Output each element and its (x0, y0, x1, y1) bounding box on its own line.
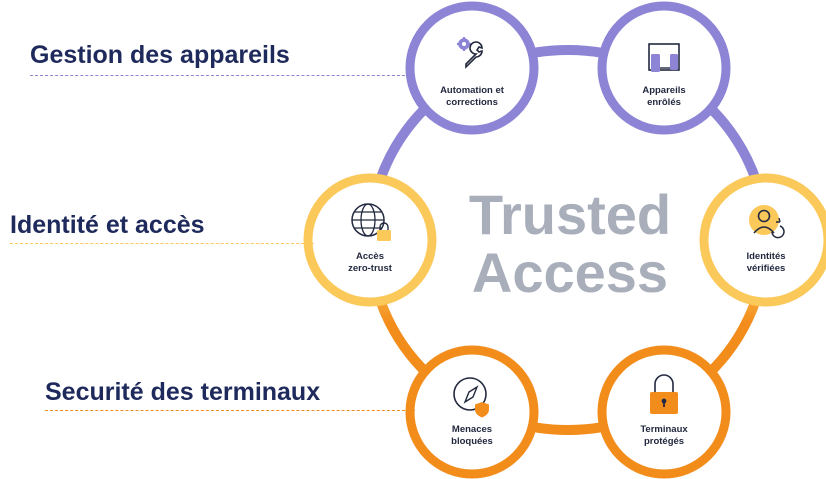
gear-wrench-icon (457, 37, 483, 69)
node-label-appareils-line2: enrôlés (647, 97, 681, 108)
node-circle-automation (405, 1, 539, 135)
category-label-gestion: Gestion des appareils (30, 41, 290, 69)
padlock-icon (650, 374, 678, 414)
center-title-line1: Trusted (468, 183, 672, 246)
category-underline-identite (10, 243, 314, 244)
node-label-acces: Accès zero-trust (315, 251, 425, 275)
node-label-appareils-line1: Appareils (642, 85, 686, 96)
devices-icon (648, 43, 680, 72)
node-label-automation-line1: Automation et (440, 85, 504, 96)
node-label-menaces-line1: Menaces (451, 424, 493, 435)
node-circle-menaces (405, 345, 539, 479)
node-label-identites-line1: Identités (746, 251, 786, 262)
category-underline-securite (45, 410, 415, 411)
node-label-acces-line1: Accès (356, 251, 384, 262)
node-circle-acces (303, 173, 437, 307)
node-label-identites-line2: vérifiées (746, 263, 786, 274)
node-label-acces-line2: zero-trust (348, 263, 392, 274)
node-label-terminaux-line2: protégés (643, 436, 685, 447)
category-label-securite: Securité des terminaux (45, 378, 321, 406)
node-label-menaces: Menaces bloquées (417, 424, 527, 448)
user-verified-icon (749, 205, 785, 239)
globe-lock-icon (351, 203, 391, 241)
node-label-automation: Automation et corrections (417, 85, 527, 109)
center-title: Trusted Access (455, 186, 685, 302)
node-label-appareils: Appareils enrôlés (609, 85, 719, 109)
category-underline-gestion (30, 75, 415, 76)
category-label-identite: Identité et accès (10, 211, 205, 239)
compass-shield-icon (453, 377, 489, 418)
node-circle-identites (699, 173, 826, 307)
center-title-line2: Access (471, 241, 669, 304)
node-label-terminaux: Terminaux protégés (609, 424, 719, 448)
node-label-automation-line2: corrections (446, 97, 498, 108)
node-label-menaces-line2: bloquées (451, 436, 493, 447)
node-label-terminaux-line1: Terminaux (640, 424, 688, 435)
node-label-identites: Identités vérifiées (711, 251, 821, 275)
